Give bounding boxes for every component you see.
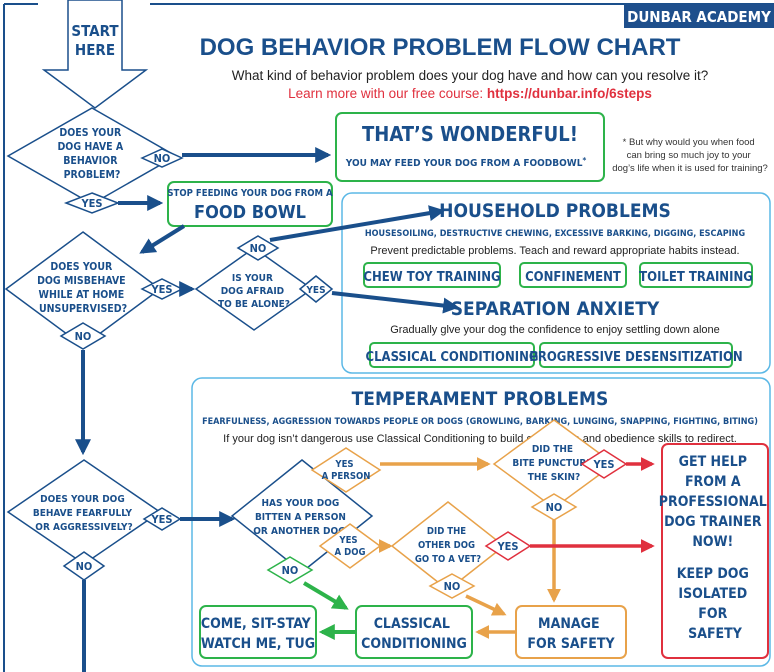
progressive-desensitization-label: PROGRESSIVE DESENSITIZATION — [529, 350, 742, 365]
start-label-here: HERE — [75, 41, 115, 59]
page-title: DOG BEHAVIOR PROBLEM FLOW CHART — [200, 34, 681, 61]
q3-no-label: NO — [250, 242, 267, 255]
separation-title: SEPARATION ANXIETY — [451, 298, 660, 320]
temperament-text: If your dog isn’t dangerous use Classica… — [223, 433, 737, 445]
stop-feeding-box — [167, 181, 333, 227]
confinement-box — [519, 262, 627, 288]
q3-diamond — [194, 247, 314, 331]
q6-text: DID THE BITE PUNCTURE THE SKIN? — [512, 444, 595, 483]
q2-yes-label: YES — [150, 283, 172, 296]
confinement-label: CONFINEMENT — [525, 270, 621, 285]
wonderful-text: YOU MAY FEED YOUR DOG FROM A FOODBOWL* — [345, 156, 587, 169]
q1-text: DOES YOUR DOG HAVE A BEHAVIOR PROBLEM? — [57, 127, 126, 181]
q3-no-tag — [236, 235, 280, 261]
chew-toy-box — [363, 262, 501, 288]
get-help-text: GET HELP FROM A PROFESSIONAL DOG TRAINER… — [659, 454, 771, 642]
q7-no-label: NO — [444, 580, 461, 593]
q7-no-tag — [428, 573, 476, 599]
temperament-subtitle: FEARFULNESS, AGGRESSION TOWARDS PEOPLE O… — [202, 417, 758, 427]
page-subtitle: What kind of behavior problem does your … — [232, 68, 709, 83]
q7-yes-label: YES — [496, 540, 518, 553]
start-arrow — [41, 0, 149, 109]
toilet-training-label: TOILET TRAINING — [639, 270, 753, 285]
household-subtitle: HOUSESOILING, DESTRUCTIVE CHEWING, EXCES… — [365, 229, 746, 239]
brand-badge — [624, 4, 774, 28]
q5-yes-person-label: YES A PERSON — [322, 459, 371, 482]
q4-no-label: NO — [76, 560, 93, 573]
q6-yes-label: YES — [592, 458, 614, 471]
q2-no-label: NO — [75, 330, 92, 343]
temperament-panel — [191, 377, 771, 667]
q1-no-tag — [140, 148, 184, 168]
q5-text: HAS YOUR DOG BITTEN A PERSON OR ANOTHER … — [253, 498, 350, 537]
q2-text: DOES YOUR DOG MISBEHAVE WHILE AT HOME UN… — [37, 261, 129, 315]
come-sit-box — [199, 605, 317, 659]
progressive-desensitization-box — [539, 342, 733, 368]
arrow-q5-no — [302, 581, 349, 610]
stop-feeding-line2: FOOD BOWL — [194, 202, 306, 223]
course-prefix: Learn more with our free course: — [288, 86, 487, 101]
q3-yes-label: YES — [305, 285, 325, 296]
q4-yes-label: YES — [150, 513, 172, 526]
q1-yes-tag — [63, 192, 121, 214]
q6-no-label: NO — [546, 501, 563, 514]
q4-text: DOES YOUR DOG BEHAVE FEARFULLY OR AGGRES… — [33, 494, 135, 533]
q5-yes-person-tag — [310, 447, 382, 493]
brand-name: DUNBAR ACADEMY — [627, 8, 771, 26]
q1-no-label: NO — [154, 152, 171, 165]
course-line[interactable]: Learn more with our free course: https:/… — [288, 86, 652, 101]
course-link[interactable]: https://dunbar.info/6steps — [487, 86, 652, 101]
wonderful-box — [335, 112, 605, 182]
arrow-q3-no — [269, 205, 446, 242]
q1-yes-label: YES — [80, 197, 102, 210]
stop-feeding-line1: STOP FEEDING YOUR DOG FROM A — [167, 188, 333, 199]
q3-text: IS YOUR DOG AFRAID TO BE ALONE? — [218, 273, 290, 310]
chew-toy-label: CHEW TOY TRAINING — [363, 270, 500, 285]
start-label: START — [71, 22, 119, 40]
classical-conditioning-box-top — [369, 342, 535, 368]
household-text: Prevent predictable problems. Teach and … — [370, 245, 739, 257]
manage-safety-text: MANAGE FOR SAFETY — [527, 616, 615, 652]
arrow-stop-to-q2 — [139, 224, 186, 254]
separation-text: Gradually glve your dog the confidence t… — [390, 324, 720, 336]
q3-yes-tag — [298, 275, 334, 303]
arrow-q3-yes — [331, 291, 460, 314]
q5-no-label: NO — [282, 564, 299, 577]
wonderful-title: THAT’S WONDERFUL! — [362, 122, 578, 146]
come-sit-text: COME, SIT-STAY WATCH ME, TUG — [201, 616, 315, 652]
get-help-box — [661, 443, 769, 659]
footnote: * But why would you when food can bring … — [612, 137, 768, 174]
toilet-training-box — [639, 262, 753, 288]
q5-yes-dog-label: YES A DOG — [335, 535, 366, 558]
q5-no-tag — [266, 556, 314, 584]
arrow-q7-no — [465, 594, 507, 616]
household-title: HOUSEHOLD PROBLEMS — [439, 200, 671, 222]
temperament-title: TEMPERAMENT PROBLEMS — [352, 388, 609, 410]
q7-text: DID THE OTHER DOG GO TO A VET? — [415, 526, 481, 565]
classical-conditioning-label-top: CLASSICAL CONDITIONING — [365, 350, 538, 365]
classical-conditioning-text: CLASSICAL CONDITIONING — [361, 616, 467, 652]
q2-no-tag — [59, 322, 107, 350]
q5-yes-dog-tag — [318, 523, 382, 569]
